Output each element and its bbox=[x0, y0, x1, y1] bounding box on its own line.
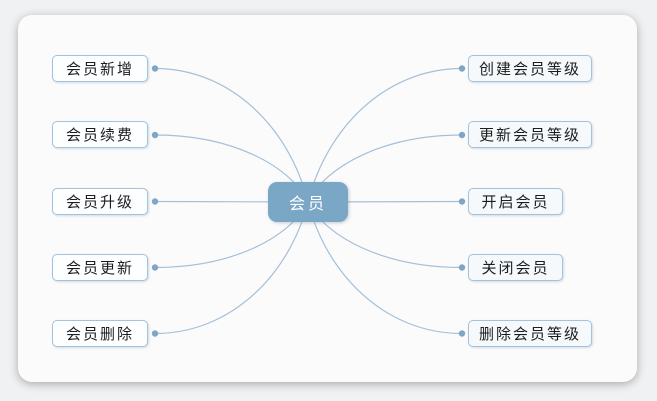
node-delete-member-level[interactable]: 删除会员等级 bbox=[468, 320, 592, 347]
node-enable-member[interactable]: 开启会员 bbox=[468, 188, 563, 215]
node-member-add[interactable]: 会员新增 bbox=[52, 55, 148, 82]
node-member-delete[interactable]: 会员删除 bbox=[52, 320, 148, 347]
node-update-member-level[interactable]: 更新会员等级 bbox=[468, 121, 592, 148]
node-create-member-level[interactable]: 创建会员等级 bbox=[468, 55, 592, 82]
node-disable-member[interactable]: 关闭会员 bbox=[468, 254, 563, 281]
node-member-renew[interactable]: 会员续费 bbox=[52, 121, 148, 148]
node-member-root[interactable]: 会员 bbox=[268, 182, 348, 222]
node-member-upgrade[interactable]: 会员升级 bbox=[52, 188, 148, 215]
node-member-update[interactable]: 会员更新 bbox=[52, 254, 148, 281]
